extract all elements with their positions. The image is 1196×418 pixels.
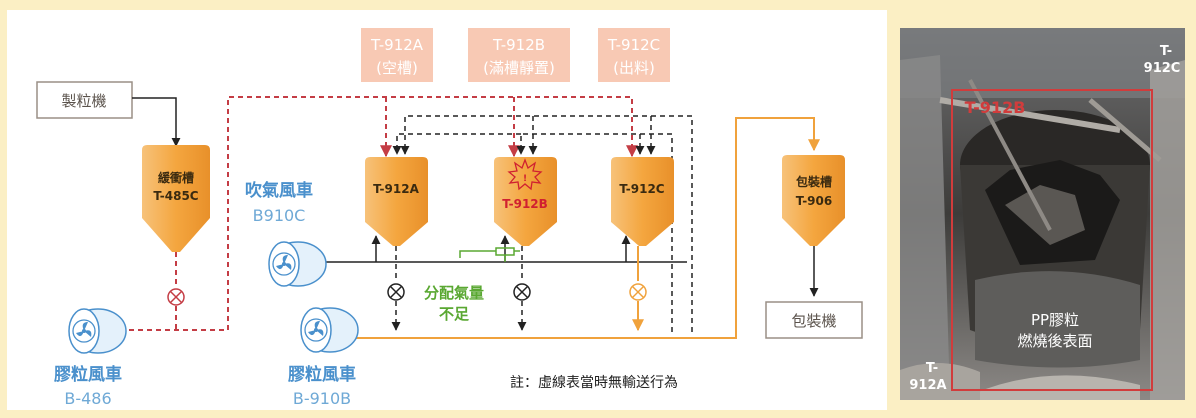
package-tank-label-line2: T-906 <box>796 194 832 208</box>
top-label-t912c: T-912C (出料) <box>598 28 670 82</box>
insufficient-air-marker <box>459 247 520 262</box>
t912a-valve-icon <box>387 283 405 301</box>
granulator-label: 製粒機 <box>61 92 106 110</box>
return-line-inner-t912a <box>392 133 521 155</box>
b486-conveying-line <box>120 96 638 331</box>
tank-t912c-label: T-912C <box>619 182 664 196</box>
top-label-t912b-line2: (滿槽靜置) <box>483 59 555 77</box>
top-label-t912a-line1: T-912A <box>370 36 424 54</box>
photo-label-t912a-line1: T- <box>926 361 938 376</box>
top-label-t912a: T-912A (空槽) <box>361 28 433 82</box>
insufficient-air-line1: 分配氣量 <box>424 284 484 302</box>
granulator-box: 製粒機 <box>36 81 133 119</box>
package-tank-label-line1: 包裝槽 <box>795 174 832 189</box>
blower-b910b-name: 膠粒風車 <box>288 364 356 385</box>
blower-b486-code: B-486 <box>64 389 111 408</box>
t912b-valve-icon <box>513 283 531 301</box>
insufficient-air-line2: 不足 <box>439 305 470 323</box>
packer-label: 包裝機 <box>791 312 836 330</box>
blower-b910b-code: B-910B <box>293 389 351 408</box>
t912c-valve-icon <box>629 283 647 301</box>
top-label-t912b-line1: T-912B <box>492 36 545 54</box>
top-label-t912c-line2: (出料) <box>613 59 655 77</box>
tank-t912a: T-912A <box>365 157 428 246</box>
top-label-t912c-line1: T-912C <box>607 36 660 54</box>
buffer-valve-icon <box>167 288 185 306</box>
tank-t912b: ! T-912B <box>494 157 557 246</box>
package-tank: 包裝槽 T-906 <box>782 155 845 246</box>
blower-b910c-name: 吹氣風車 <box>245 180 313 201</box>
b910b-conveying-line <box>350 117 820 339</box>
return-line-outer <box>400 115 693 332</box>
blower-b486-icon <box>68 308 127 354</box>
blower-b486-name: 膠粒風車 <box>54 364 122 385</box>
packer-box: 包裝機 <box>765 301 863 339</box>
svg-text:!: ! <box>523 174 527 184</box>
explosion-icon: ! <box>507 158 543 191</box>
buffer-tank-label-line2: T-485C <box>153 189 198 203</box>
top-label-t912a-line2: (空槽) <box>376 59 418 77</box>
photo-surface-label-line2: 燃燒後表面 <box>1017 332 1092 350</box>
tank-t912c: T-912C <box>611 157 674 246</box>
photo-label-t912c-line2: 912C <box>1144 61 1181 76</box>
incident-photo <box>900 28 1185 400</box>
tank-t912a-label: T-912A <box>373 182 419 196</box>
top-label-t912b: T-912B (滿槽靜置) <box>468 28 570 82</box>
buffer-tank-label-line1: 緩衝槽 <box>158 170 194 185</box>
photo-label-t912a-line2: 912A <box>909 378 946 393</box>
blower-b910b-icon <box>300 307 359 353</box>
blower-b910c-icon <box>268 241 327 287</box>
buffer-tank: 緩衝槽 T-485C <box>142 145 210 252</box>
diagram-note: 註：虛線表當時無輸送行為 <box>510 375 678 391</box>
photo-surface-label-line1: PP膠粒 <box>1031 311 1079 329</box>
tank-t912b-label: T-912B <box>502 197 548 211</box>
photo-label-t912c-line1: T- <box>1160 44 1172 59</box>
return-line-inner <box>516 133 673 332</box>
blower-b910c-code: B910C <box>253 206 306 225</box>
granulator-to-buffer-line <box>132 97 181 147</box>
photo-label-t912b: T-912B <box>965 98 1026 117</box>
